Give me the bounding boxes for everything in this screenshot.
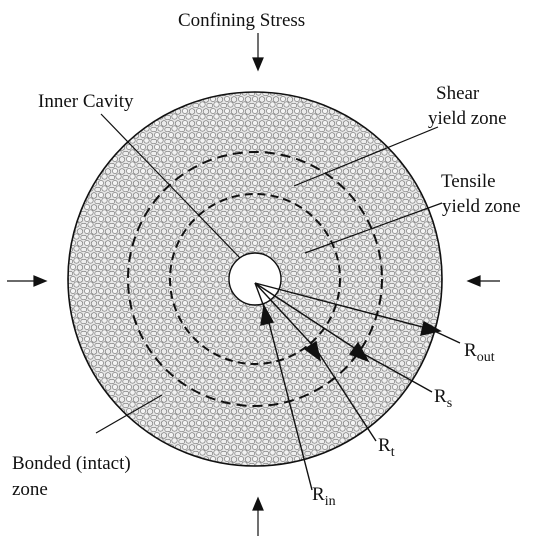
tensile-label-line2: yield zone: [442, 196, 521, 217]
radius-vectors: [254, 282, 461, 491]
arrow-rin: [260, 303, 275, 326]
arrow-rs: [348, 341, 370, 363]
confining-stress-arrows: [7, 33, 500, 536]
bonded-label-line2: zone: [12, 479, 48, 500]
leader-inner-cavity: [100, 113, 241, 259]
inner-cavity-label: Inner Cavity: [38, 91, 134, 112]
arrow-rout: [420, 320, 442, 336]
arrow-rt: [303, 340, 322, 362]
r-in-label: Rin: [312, 484, 336, 509]
bonded-label-line1: Bonded (intact): [12, 453, 131, 474]
tensile-zone-boundary: [169, 193, 341, 365]
r-t-label: Rt: [378, 435, 395, 460]
tensile-label-line1: Tensile: [441, 171, 496, 192]
leader-bonded: [95, 394, 163, 434]
inner-cavity: [228, 252, 282, 306]
r-out-label: Rout: [464, 340, 495, 365]
shear-label-line2: yield zone: [428, 108, 507, 129]
confining-stress-label: Confining Stress: [178, 10, 305, 31]
r-s-label: Rs: [434, 386, 452, 411]
shear-label-line1: Shear: [436, 83, 480, 104]
shear-zone-boundary: [127, 151, 383, 407]
leader-tensile: [304, 202, 443, 254]
leader-lines: [95, 113, 443, 434]
leader-shear: [293, 126, 439, 187]
